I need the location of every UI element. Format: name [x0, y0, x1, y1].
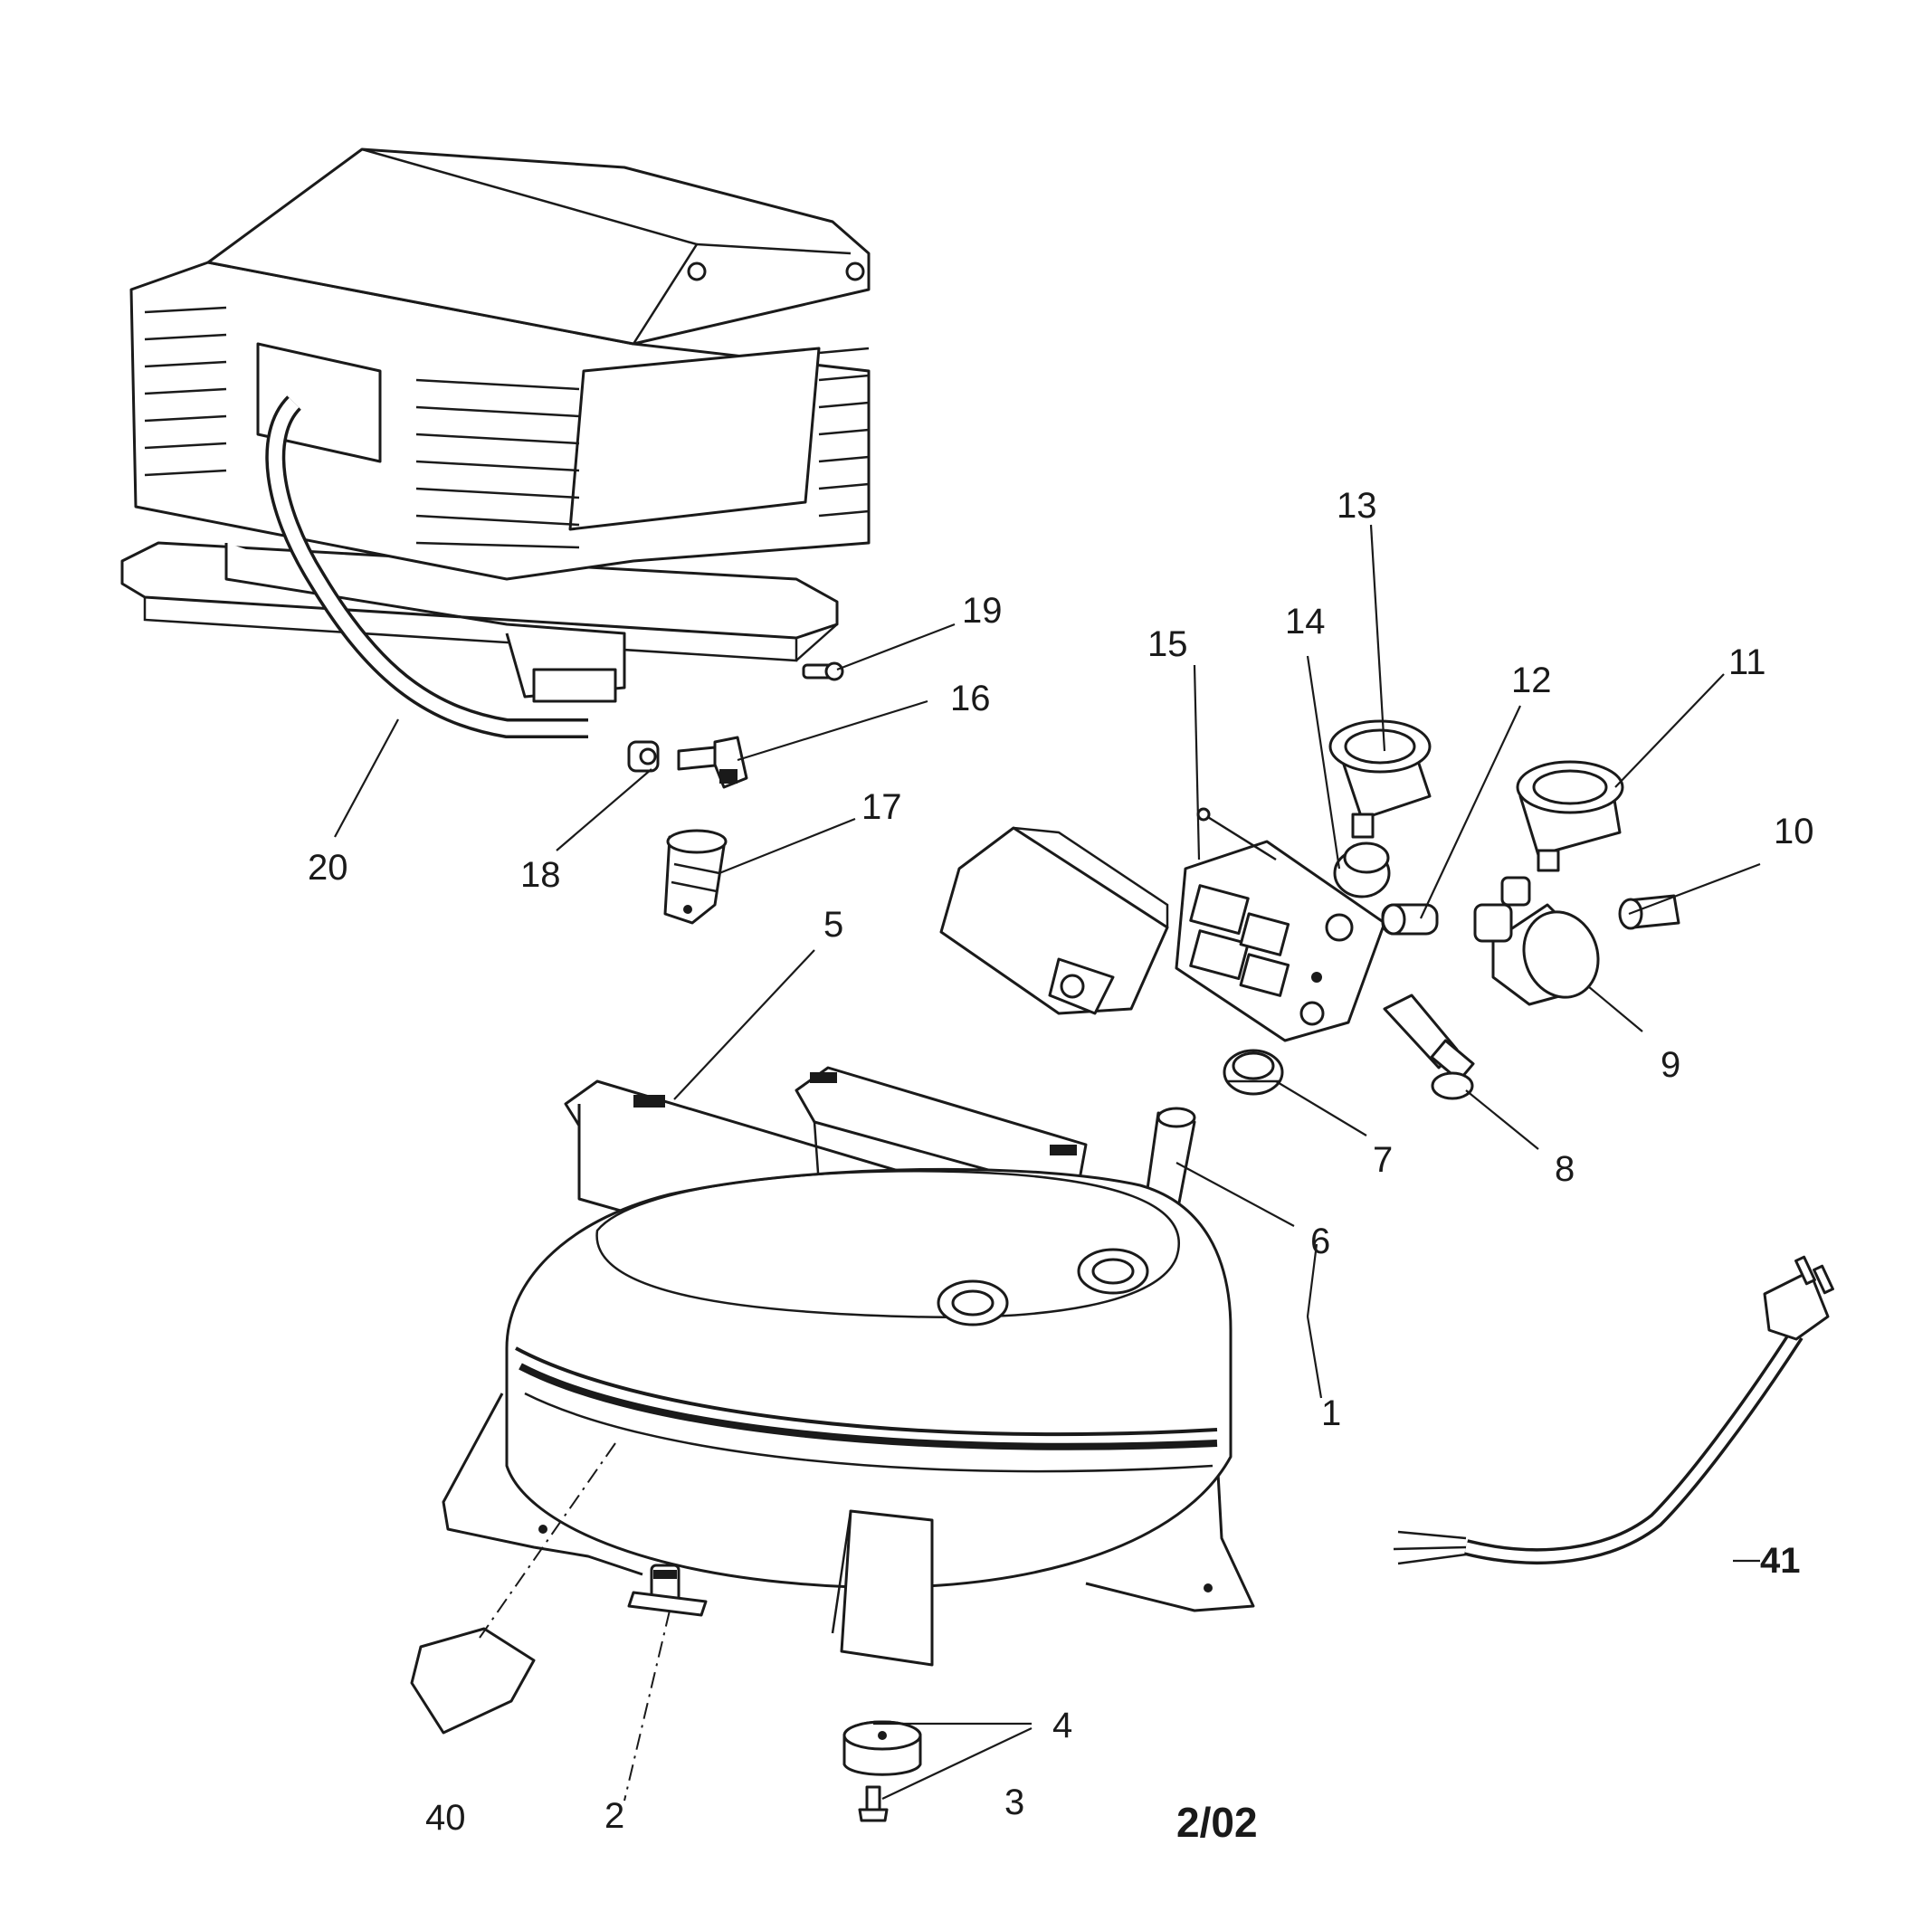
nipple-part-12	[1381, 903, 1439, 936]
fitting-part-10	[1618, 894, 1680, 930]
callout-4: 4	[1052, 1706, 1072, 1745]
callout-3: 3	[1004, 1783, 1024, 1822]
nut-part-18	[627, 740, 660, 773]
motor-shroud-assembly	[120, 147, 871, 703]
leader-lines	[334, 524, 1761, 1802]
screw-part-19	[802, 661, 844, 681]
bushing-part-7	[1223, 1049, 1284, 1096]
callout-1: 1	[1321, 1393, 1341, 1433]
callout-13: 13	[1337, 486, 1377, 526]
rubber-foot-part-4	[842, 1720, 922, 1776]
callout-41: 41	[1760, 1541, 1801, 1581]
callout-10: 10	[1774, 812, 1814, 851]
gauge-part-11	[1516, 760, 1624, 872]
fitting-part-14	[1333, 841, 1391, 898]
callout-7: 7	[1373, 1140, 1393, 1180]
callout-14: 14	[1285, 602, 1326, 642]
callout-19: 19	[962, 591, 1003, 631]
label-part-40	[410, 1627, 536, 1735]
date-code: 2/02	[1176, 1799, 1258, 1846]
callout-2: 2	[604, 1796, 624, 1836]
callout-8: 8	[1555, 1149, 1575, 1189]
elbow-fitting-part-16	[677, 736, 748, 789]
callout-17: 17	[861, 787, 902, 827]
switch-cover	[939, 826, 1169, 1015]
regulator-part-9	[1473, 876, 1600, 1006]
callout-16: 16	[950, 679, 991, 718]
callout-11: 11	[1728, 642, 1766, 682]
callout-18: 18	[520, 855, 561, 895]
screw-part-3	[858, 1785, 889, 1822]
check-valve-part-17	[663, 829, 728, 925]
callout-20: 20	[308, 848, 348, 888]
callout-6: 6	[1310, 1222, 1330, 1261]
callout-12: 12	[1511, 661, 1552, 700]
power-cord-part-41	[1393, 1255, 1834, 1565]
drain-valve-part-2	[627, 1564, 708, 1617]
callout-5: 5	[823, 905, 843, 945]
tank-part-1	[442, 1167, 1255, 1667]
callout-9: 9	[1661, 1045, 1680, 1085]
gauge-part-13	[1328, 719, 1432, 839]
callout-40: 40	[425, 1798, 466, 1838]
pressure-switch-part-15	[1175, 807, 1386, 1042]
safety-valve-part-8	[1383, 994, 1475, 1100]
callout-15: 15	[1147, 624, 1188, 664]
